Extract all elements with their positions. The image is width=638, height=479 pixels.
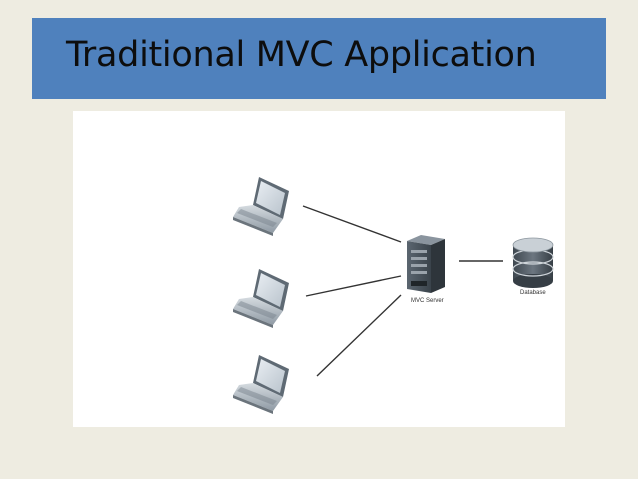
database-icon <box>512 237 554 288</box>
laptop-icon <box>233 269 289 328</box>
architecture-diagram: MVC Server Database <box>233 177 554 414</box>
slide-title: Traditional MVC Application <box>66 35 537 75</box>
laptop-icon <box>233 177 289 236</box>
laptop-icon <box>233 355 289 414</box>
server-label: MVC Server <box>411 298 444 304</box>
connector-laptop2-server <box>305 275 402 297</box>
title-bar <box>32 18 606 99</box>
diagram-panel: MVC Server Database <box>73 111 565 427</box>
connector-laptop1-server <box>302 205 402 243</box>
connector-laptop3-server <box>316 294 402 377</box>
server-icon <box>407 235 445 293</box>
database-label: Database <box>520 290 546 296</box>
